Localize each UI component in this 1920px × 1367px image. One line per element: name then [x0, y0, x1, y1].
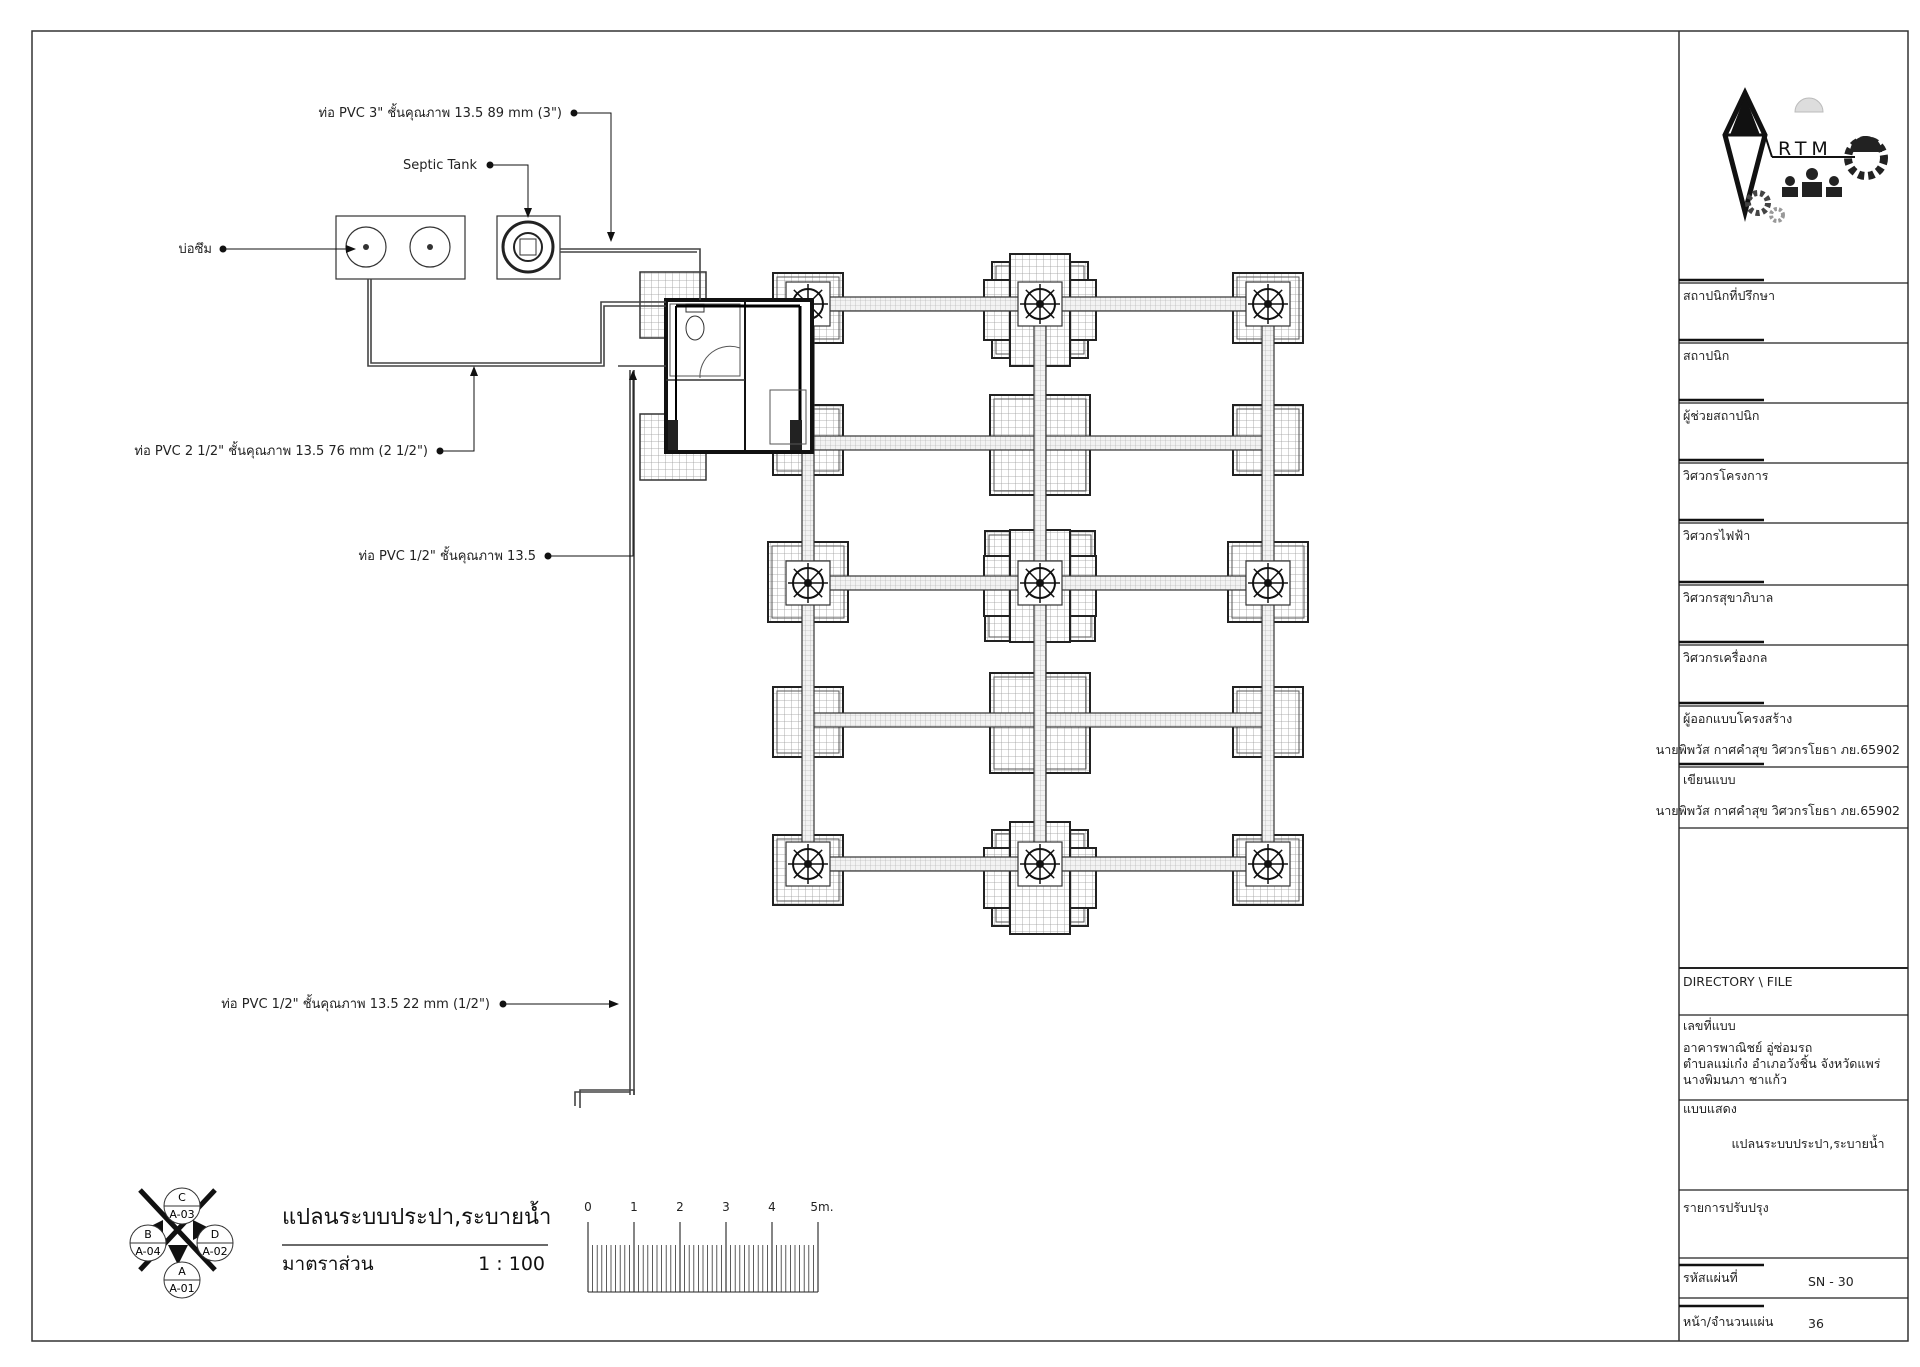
column-symbol [1017, 281, 1063, 327]
plan-title: แปลนระบบประปา,ระบายน้ำ [282, 1201, 551, 1230]
sheet-border [31, 30, 1909, 1342]
title-field-value: นายพิพวัส กาศคำสุข วิศวกรโยธา ภย.65902 [1656, 742, 1900, 758]
callout-pipe-pvc-half-22mm: ท่อ PVC 1/2" ชั้นคุณภาพ 13.5 22 mm (1/2"… [221, 994, 619, 1012]
callout-pipe-pvc-2-5in: ท่อ PVC 2 1/2" ชั้นคุณภาพ 13.5 76 mm (2 … [134, 366, 478, 459]
column-symbol [1245, 560, 1291, 606]
title-field-label: เขียนแบบ [1683, 772, 1736, 787]
key-a02: A-02 [202, 1245, 227, 1258]
label-soak-pit: บ่อซึม [179, 242, 212, 257]
key-c: C [178, 1191, 186, 1204]
scale-tick-label: 1 [630, 1200, 638, 1214]
page-label: หน้า/จำนวนแผ่น [1683, 1314, 1774, 1329]
key-b: B [144, 1228, 152, 1241]
column-symbol [1017, 841, 1063, 887]
column-symbol [1017, 560, 1063, 606]
title-field-label: สถาปนิกที่ปรึกษา [1683, 287, 1775, 303]
key-a03: A-03 [169, 1208, 194, 1221]
page-value: 36 [1808, 1316, 1824, 1331]
title-field-label: สถาปนิก [1683, 348, 1729, 363]
scale-tick-label: 3 [722, 1200, 730, 1214]
callout-pipe-pvc-3in: ท่อ PVC 3" ชั้นคุณภาพ 13.5 89 mm (3") [319, 103, 615, 242]
project-line-1: อาคารพาณิชย์ อู่ซ่อมรถ [1683, 1040, 1812, 1056]
toilet-bowl-icon [685, 315, 705, 341]
label-pipe-pvc-half-22mm: ท่อ PVC 1/2" ชั้นคุณภาพ 13.5 22 mm (1/2"… [221, 994, 490, 1012]
key-a04: A-04 [135, 1245, 160, 1258]
scale-bar: 0 1 2 3 4 5m. [584, 1200, 834, 1293]
key-d: D [211, 1228, 219, 1241]
project-line-3: นางพิมนภา ชาแก้ว [1683, 1072, 1787, 1087]
drawing-show-label: แบบแสดง [1683, 1101, 1737, 1116]
title-field-label: วิศวกรเครื่องกล [1683, 649, 1767, 665]
label-pipe-pvc-half: ท่อ PVC 1/2" ชั้นคุณภาพ 13.5 [359, 546, 536, 564]
callout-soak-pit: บ่อซึม [179, 242, 356, 257]
directory-label: DIRECTORY \ FILE [1683, 974, 1793, 989]
project-line-2: ตำบลแม่เก๋ง อำเภอวังชิ้น จังหวัดแพร่ [1683, 1054, 1881, 1071]
drawing-show-value: แปลนระบบประปา,ระบายน้ำ [1731, 1134, 1884, 1151]
scale-tick-label: 0 [584, 1200, 592, 1214]
soak-pits [335, 215, 466, 280]
foundation-plan [767, 253, 1309, 935]
column-symbol [1245, 281, 1291, 327]
key-a: A [178, 1265, 186, 1278]
scale-tick-label: 5m. [810, 1200, 833, 1214]
scale-tick-label: 4 [768, 1200, 776, 1214]
key-a01: A-01 [169, 1282, 194, 1295]
section-key: C A-03 B A-04 D A-02 A A-01 [129, 1187, 234, 1299]
logo-text: RTM [1778, 138, 1833, 160]
plan-title-block: แปลนระบบประปา,ระบายน้ำ มาตราส่วน 1 : 100 [282, 1201, 551, 1275]
drawing-no-label: เลขที่แบบ [1683, 1017, 1736, 1033]
label-pipe-pvc-3in: ท่อ PVC 3" ชั้นคุณภาพ 13.5 89 mm (3") [319, 103, 562, 121]
title-field-label: วิศวกรสุขาภิบาล [1683, 590, 1773, 606]
column-symbol [785, 841, 831, 887]
callout-septic-tank: Septic Tank [403, 158, 532, 218]
pipe-network [367, 248, 701, 1108]
title-field-label: วิศวกรโครงการ [1683, 468, 1769, 483]
scale-tick-label: 2 [676, 1200, 684, 1214]
sheet-code-value: SN - 30 [1808, 1274, 1854, 1289]
label-pipe-pvc-2-5in: ท่อ PVC 2 1/2" ชั้นคุณภาพ 13.5 76 mm (2 … [134, 441, 428, 459]
septic-tank [496, 215, 561, 280]
scale-value: 1 : 100 [478, 1253, 545, 1275]
title-field-value: นายพิพวัส กาศคำสุข วิศวกรโยธา ภย.65902 [1656, 803, 1900, 819]
toilet-room [639, 271, 814, 481]
scale-label: มาตราส่วน [282, 1253, 374, 1275]
column-symbol [785, 560, 831, 606]
revision-label: รายการปรับปรุง [1683, 1200, 1769, 1216]
rtm-logo: RTM [1722, 87, 1888, 223]
column-symbol [1245, 841, 1291, 887]
title-field-label: ผู้ออกแบบโครงสร้าง [1683, 711, 1792, 727]
callout-pipe-pvc-half: ท่อ PVC 1/2" ชั้นคุณภาพ 13.5 [359, 370, 637, 564]
label-septic-tank: Septic Tank [403, 158, 477, 173]
title-field-label: วิศวกรไฟฟ้า [1683, 528, 1750, 543]
sheet-code-label: รหัสแผ่นที่ [1683, 1269, 1738, 1285]
title-block: RTM สถาปนิกที่ปรึกษาสถาปนิกผู้ช่วยสถาปนิ… [1656, 87, 1908, 1331]
title-field-label: ผู้ช่วยสถาปนิก [1683, 408, 1759, 424]
title-block-fields: สถาปนิกที่ปรึกษาสถาปนิกผู้ช่วยสถาปนิกวิศ… [1656, 278, 1908, 829]
